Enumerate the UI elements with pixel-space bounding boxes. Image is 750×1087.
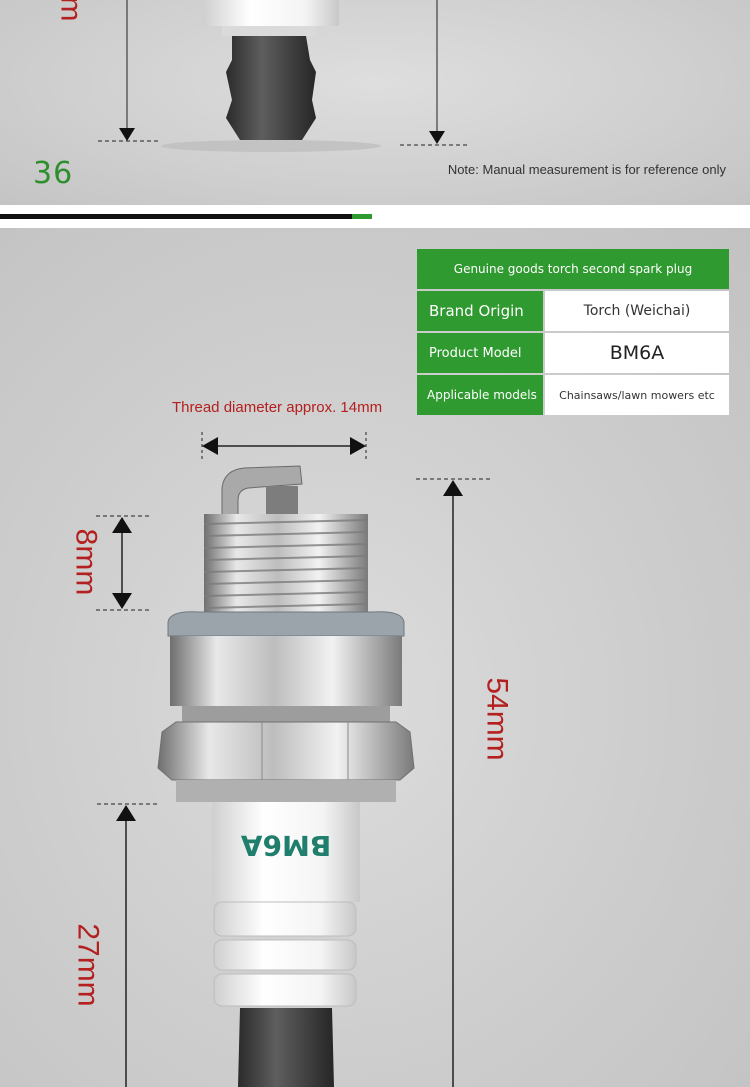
top-plug-terminal	[161, 0, 381, 152]
page-number: 36	[33, 156, 74, 191]
total-length-line	[416, 478, 490, 1087]
divider-black-bar	[0, 214, 352, 219]
insulator-length-label: 27mm	[71, 923, 105, 1007]
insulator-length-line	[97, 803, 157, 1087]
thread-diameter-label: Thread diameter approx. 14mm	[172, 399, 383, 416]
top-dimension-lines	[98, 0, 470, 146]
spec-key-applicable: Applicable models	[417, 375, 543, 415]
spec-value-brand: Torch (Weichai)	[545, 291, 729, 331]
thread-length-line	[96, 515, 152, 611]
measurement-note: Note: Manual measurement is for referenc…	[447, 162, 726, 177]
spark-plug: BM6A	[157, 465, 415, 1087]
spec-key-model: Product Model	[417, 333, 543, 373]
spec-table-header: Genuine goods torch second spark plug	[417, 249, 729, 289]
top-panel	[0, 0, 750, 205]
thread-length-label: 8mm	[69, 528, 103, 596]
total-length-label: 54mm	[480, 677, 514, 761]
divider-green-bar	[352, 214, 372, 219]
spec-value-model: BM6A	[545, 333, 729, 373]
spec-row-brand: Brand Origin Torch (Weichai)	[417, 291, 729, 331]
insulator-label: BM6A	[240, 829, 331, 862]
spec-table: Genuine goods torch second spark plug Br…	[417, 249, 729, 415]
thread-diameter-line	[201, 432, 367, 460]
spec-row-model: Product Model BM6A	[417, 333, 729, 373]
spec-row-applicable: Applicable models Chainsaws/lawn mowers …	[417, 375, 729, 415]
top-dimension-partial-label: m	[54, 0, 88, 22]
section-divider	[0, 205, 750, 228]
spec-value-applicable: Chainsaws/lawn mowers etc	[545, 375, 729, 415]
spec-key-brand: Brand Origin	[417, 291, 543, 331]
